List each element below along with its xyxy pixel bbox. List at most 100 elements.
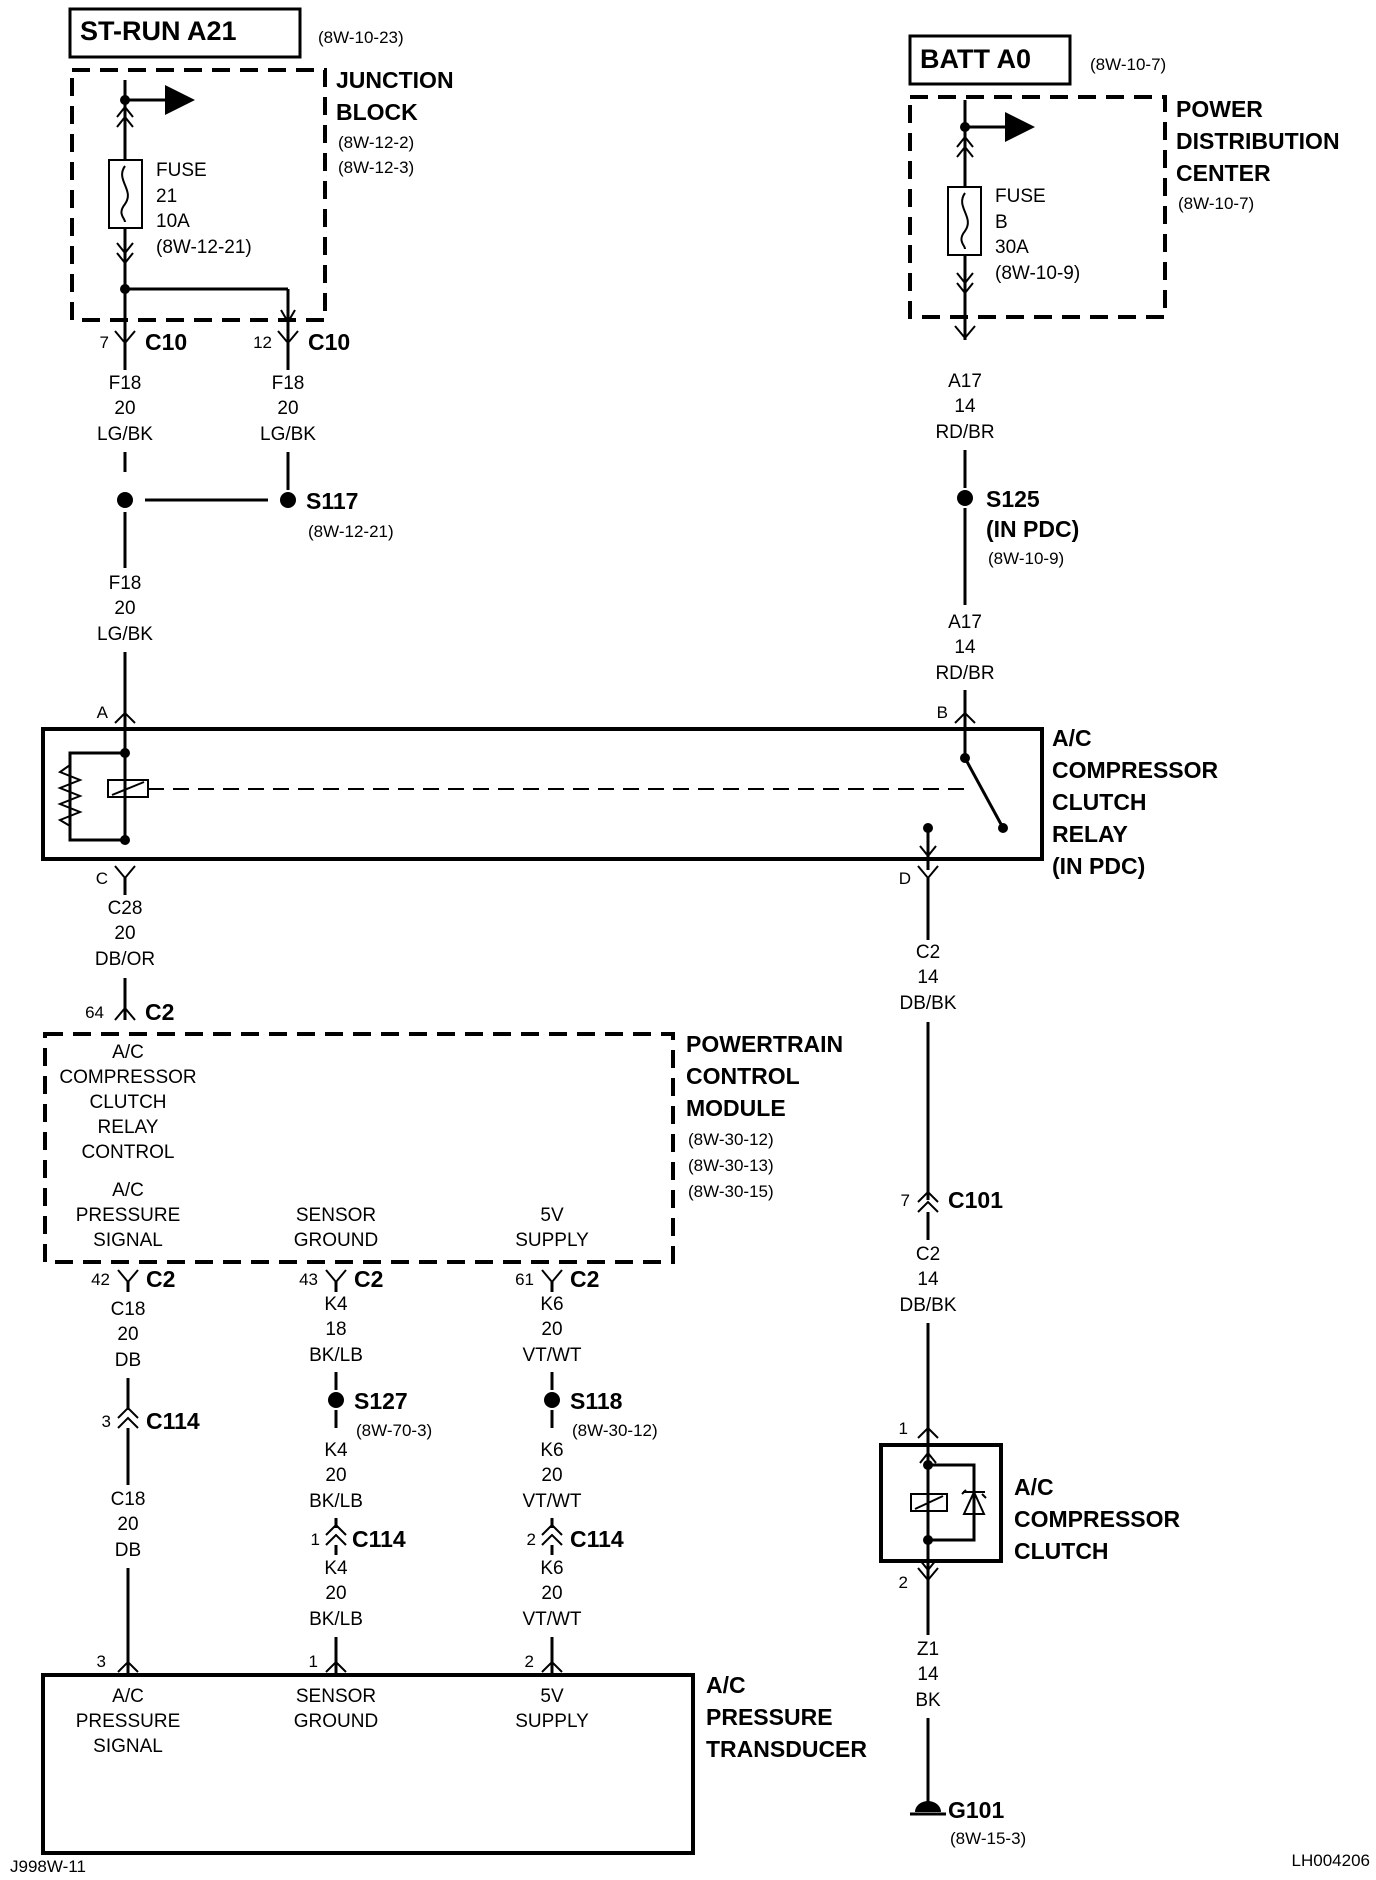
svg-text:SUPPLY: SUPPLY [515, 1230, 589, 1251]
clutch-title-1: A/C [1014, 1474, 1054, 1500]
svg-text:C2: C2 [916, 1244, 940, 1265]
pdc-title-1: POWER [1176, 96, 1263, 122]
batt-a0-source: BATT A0 (8W-10-7) [908, 34, 1166, 86]
pcm-ref-1: (8W-30-12) [688, 1130, 774, 1149]
c101-pin: 7 [901, 1191, 910, 1210]
c2-61-pin: 61 [515, 1270, 534, 1289]
svg-text:K6: K6 [540, 1440, 563, 1461]
s117-ref: (8W-12-21) [308, 522, 394, 541]
fuse-21-rating: 10A [156, 211, 190, 232]
wire-c28-label: C28 20 DB/OR [95, 898, 155, 970]
svg-text:RELAY: RELAY [98, 1117, 159, 1138]
transducer-5v-supply-label: 5V SUPPLY [515, 1686, 589, 1732]
s125-name: S125 [986, 486, 1040, 512]
c2-43-name: C2 [354, 1266, 383, 1292]
svg-text:SENSOR: SENSOR [296, 1205, 376, 1226]
c2-42-name: C2 [146, 1266, 175, 1292]
s125-sub: (IN PDC) [986, 516, 1079, 542]
c2-64-name: C2 [145, 999, 174, 1025]
c2-64-pin: 64 [85, 1003, 104, 1022]
pcm-title-2: CONTROL [686, 1063, 800, 1089]
ground-icon [915, 1801, 941, 1812]
svg-text:20: 20 [114, 598, 135, 619]
fuse-b-icon [947, 186, 982, 256]
powertrain-control-module: POWERTRAIN CONTROL MODULE (8W-30-12) (8W… [43, 1031, 843, 1264]
c2-61-name: C2 [570, 1266, 599, 1292]
g101-ref: (8W-15-3) [950, 1829, 1026, 1848]
ac-pressure-transducer: 3 1 2 A/C PRESSURE TRANSDUCER A/C PRESSU… [41, 1652, 867, 1855]
wire-f18-lower-label: F18 20 LG/BK [97, 573, 153, 645]
c114-3-pin: 3 [102, 1412, 111, 1431]
svg-text:K4: K4 [324, 1440, 348, 1461]
svg-text:SIGNAL: SIGNAL [93, 1230, 163, 1251]
clutch-pin-1: 1 [899, 1419, 908, 1438]
svg-text:20: 20 [277, 398, 298, 419]
relay-title-4: RELAY [1052, 821, 1128, 847]
s125-ref: (8W-10-9) [988, 549, 1064, 568]
svg-text:SUPPLY: SUPPLY [515, 1711, 589, 1732]
c10-7-name: C10 [145, 329, 187, 355]
svg-text:VT/WT: VT/WT [522, 1345, 581, 1366]
st-run-source: ST-RUN A21 (8W-10-23) [68, 7, 404, 59]
wire-c2-bottom-label: C2 14 DB/BK [899, 1244, 956, 1316]
svg-text:20: 20 [114, 923, 135, 944]
svg-text:DB: DB [115, 1350, 141, 1371]
relay-title-3: CLUTCH [1052, 789, 1147, 815]
wire-f18-left-label: F18 20 LG/BK [97, 373, 153, 445]
wire-a17-top-label: A17 14 RD/BR [935, 371, 994, 443]
svg-text:K6: K6 [540, 1558, 563, 1579]
svg-text:K4: K4 [324, 1294, 348, 1315]
pcm-5v-supply-label: 5V SUPPLY [515, 1205, 589, 1251]
svg-text:14: 14 [917, 967, 939, 988]
svg-text:BK: BK [915, 1690, 941, 1711]
wire-c2-top-label: C2 14 DB/BK [899, 942, 956, 1014]
wire-c18-top-label: C18 20 DB [111, 1299, 146, 1371]
svg-text:GROUND: GROUND [294, 1711, 378, 1732]
svg-text:A/C: A/C [112, 1686, 144, 1707]
connector-c114-1: 1 C114 [311, 1523, 406, 1552]
wire-k4-mid-label: K4 20 BK/LB [309, 1440, 363, 1512]
svg-text:DB/BK: DB/BK [899, 993, 956, 1014]
fuse-b-rating: 30A [995, 237, 1029, 258]
svg-text:RD/BR: RD/BR [935, 663, 994, 684]
g101-name: G101 [948, 1797, 1004, 1823]
svg-text:A17: A17 [948, 371, 982, 392]
fuse-b-label: FUSE [995, 186, 1046, 207]
relay-pin-c: C [96, 869, 108, 888]
svg-text:14: 14 [917, 1664, 939, 1685]
clutch-coil-icon [910, 1493, 948, 1512]
svg-text:BK/LB: BK/LB [309, 1609, 363, 1630]
splice-s125: S125 (IN PDC) (8W-10-9) [957, 486, 1079, 568]
relay-title-1: A/C [1052, 725, 1092, 751]
svg-text:PRESSURE: PRESSURE [76, 1205, 181, 1226]
st-run-label: ST-RUN A21 [80, 16, 237, 46]
connector-c114-2: 2 C114 [527, 1523, 624, 1552]
footer-right-code: LH004206 [1292, 1851, 1370, 1870]
svg-text:20: 20 [541, 1465, 562, 1486]
fuse-21-ref: (8W-12-21) [156, 237, 252, 258]
st-run-ref: (8W-10-23) [318, 28, 404, 47]
transducer-pin-1: 1 [309, 1652, 318, 1671]
power-distribution-center: POWER DISTRIBUTION CENTER (8W-10-7) FUSE… [908, 95, 1340, 340]
footer-left-code: J998W-11 [10, 1857, 86, 1876]
svg-text:18: 18 [325, 1319, 346, 1340]
svg-text:LG/BK: LG/BK [260, 424, 316, 445]
c114-2-name: C114 [570, 1526, 624, 1552]
c10-12-pin: 12 [253, 333, 272, 352]
splice-s127: S127 (8W-70-3) [328, 1388, 432, 1440]
svg-text:DB: DB [115, 1540, 141, 1561]
svg-text:VT/WT: VT/WT [522, 1609, 581, 1630]
wire-c18-bottom-label: C18 20 DB [111, 1489, 146, 1561]
svg-text:20: 20 [117, 1324, 138, 1345]
fuse-b-number: B [995, 212, 1008, 233]
transducer-title-1: A/C [706, 1672, 746, 1698]
pcm-sensor-ground-label: SENSOR GROUND [294, 1205, 378, 1251]
svg-text:20: 20 [541, 1319, 562, 1340]
transducer-pin-3: 3 [97, 1652, 106, 1671]
svg-text:20: 20 [325, 1583, 346, 1604]
junction-block-title-2: BLOCK [336, 99, 418, 125]
svg-text:LG/BK: LG/BK [97, 624, 153, 645]
svg-text:5V: 5V [540, 1686, 564, 1707]
splice-s118: S118 (8W-30-12) [544, 1388, 658, 1440]
